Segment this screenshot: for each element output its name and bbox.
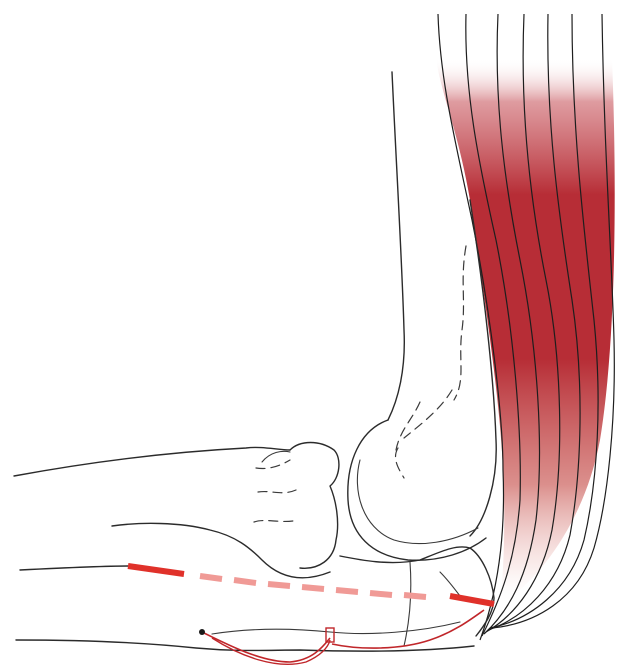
olecranon-ridge <box>440 572 460 596</box>
humeral-condyle <box>348 420 486 560</box>
condyle-inner-outline <box>357 460 478 544</box>
humerus-outline <box>388 72 404 420</box>
radius-head-detail <box>262 451 290 462</box>
radius-dashed-lines <box>254 460 298 522</box>
ulna-outline <box>20 566 128 570</box>
suture-knot <box>199 629 205 635</box>
tendon-dashed-line <box>128 566 494 604</box>
radius-head <box>290 443 339 569</box>
ulna-inner-line <box>212 622 460 634</box>
radius-outline <box>14 447 290 476</box>
olecranon-inner-line <box>404 562 411 646</box>
olecranon <box>340 547 494 636</box>
suture-anchor <box>326 628 334 642</box>
humerus-dashed-lines <box>396 246 466 478</box>
suture-thread <box>199 610 484 664</box>
